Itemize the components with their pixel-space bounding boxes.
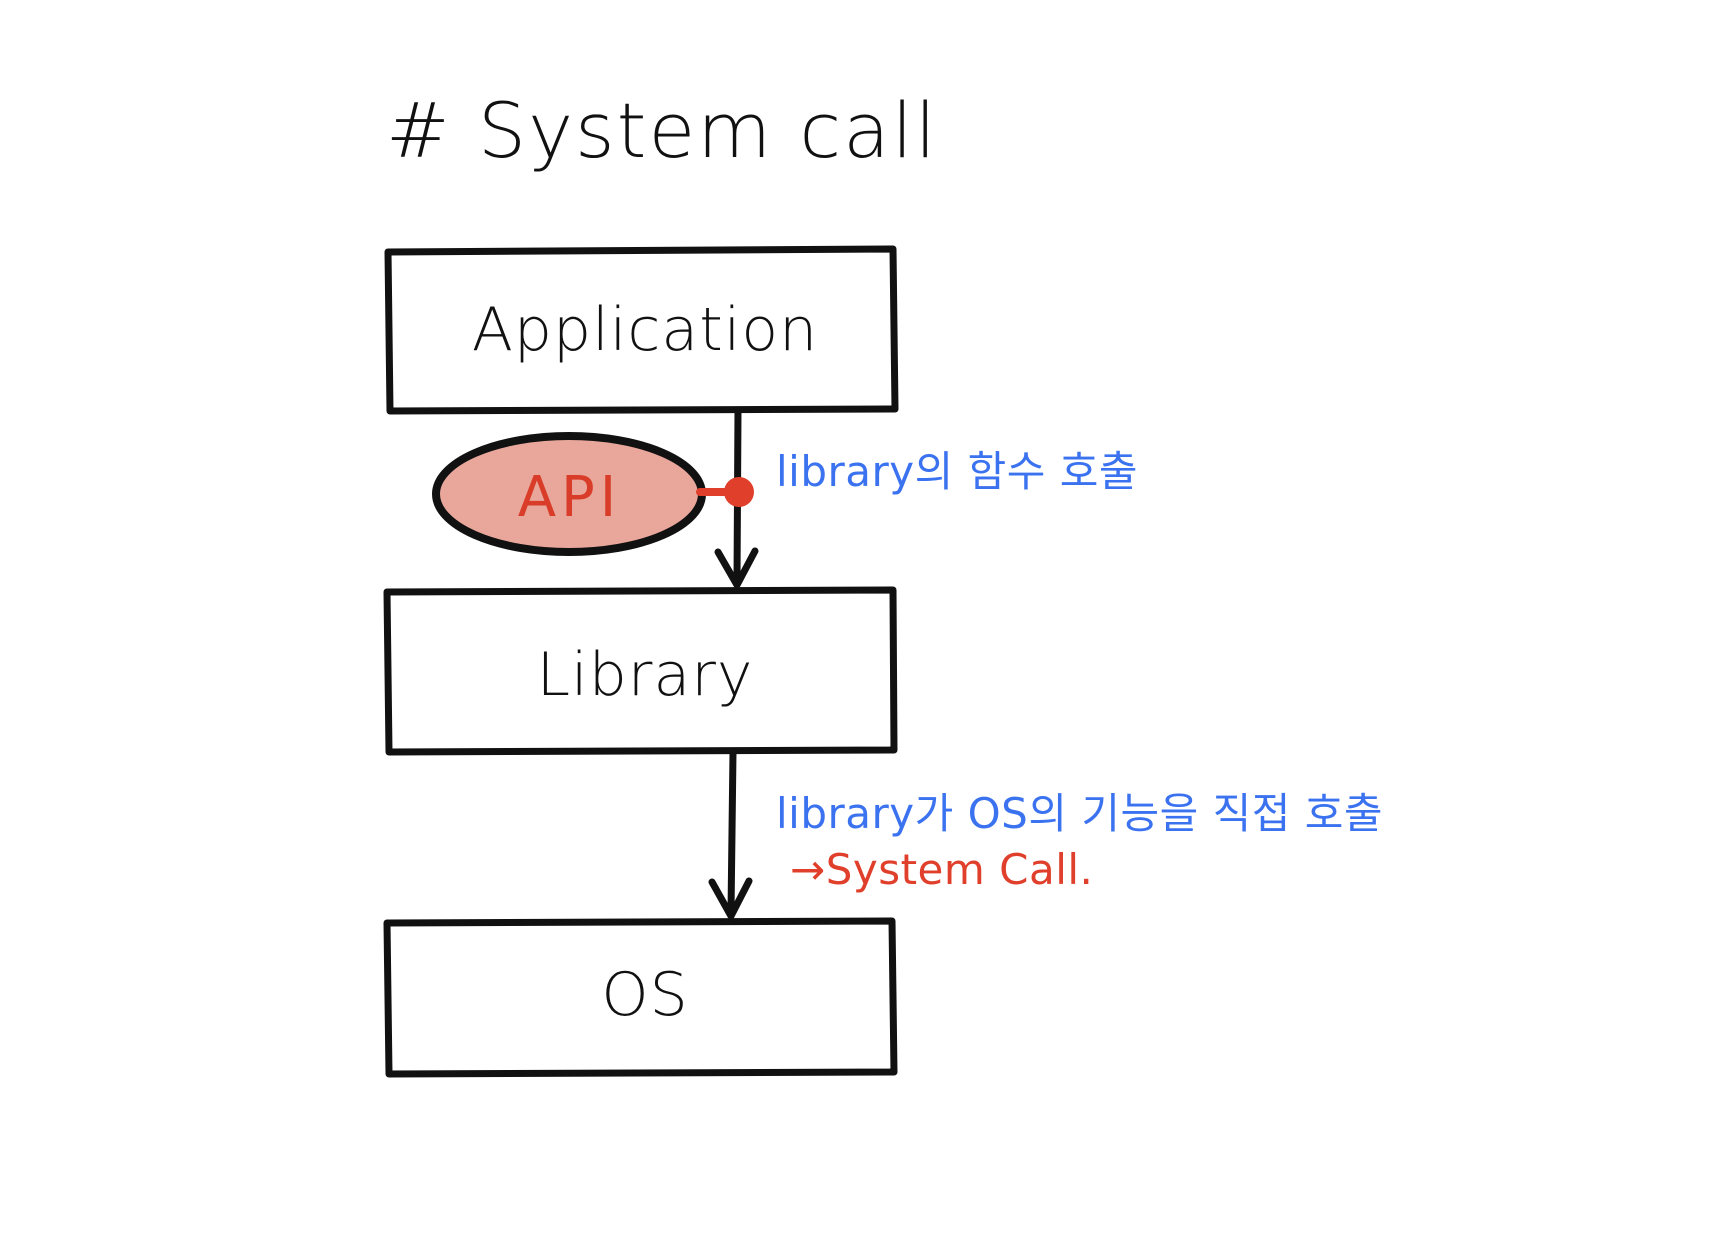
library-box-label: Library [536,640,754,710]
page-title: # System call [386,86,938,175]
annotation-system-call: →System Call. [790,845,1094,894]
api-connector [696,477,754,507]
application-box-label: Application [471,295,819,365]
annotation-library-function-call: library의 함수 호출 [776,447,1139,496]
annotation-os-direct-call: library가 OS의 기능을 직접 호출 [776,789,1384,838]
application-box [384,245,899,415]
api-ellipse-label: API [517,465,622,530]
library-box [383,586,898,756]
os-box-label: OS [601,960,689,1030]
arrow-library-to-os [708,748,753,920]
os-box [383,917,898,1078]
